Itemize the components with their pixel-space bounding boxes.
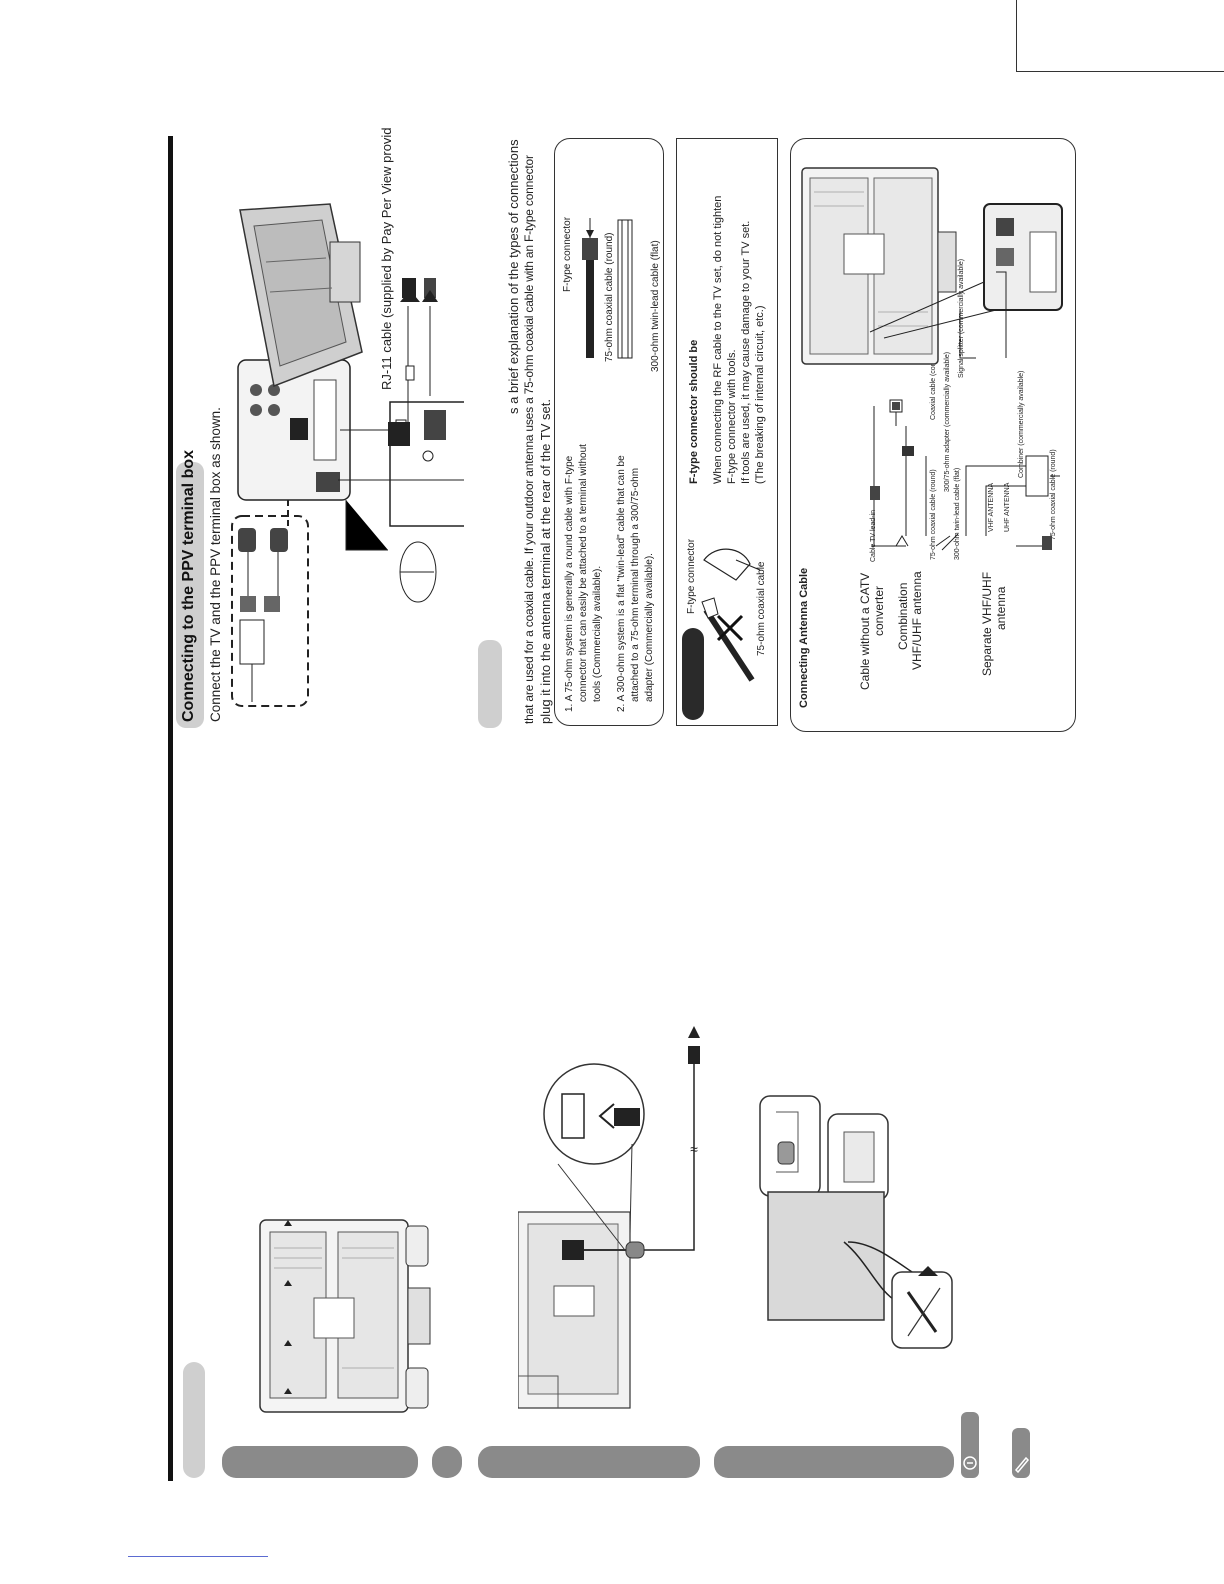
- cable-type-2-line2: attached to a 75-ohm terminal through a …: [630, 467, 641, 702]
- corner-frame: [1016, 0, 1224, 72]
- ftype-note-line4: (The breaking of internal circuit, etc.): [754, 305, 766, 484]
- cable-types-panel: [554, 138, 664, 726]
- section-tab-bar-2: [432, 1446, 462, 1478]
- antenna-intro-line1: s a brief explanation of the types of co…: [506, 139, 521, 414]
- cable-without-label: Cable without a CATV: [858, 572, 872, 690]
- ppv-title: Connecting to the PPV terminal box: [180, 449, 197, 722]
- section-tab-bar-4: [714, 1446, 954, 1478]
- tv-rear-cover-illustration: [258, 1218, 434, 1414]
- section-tab-bar-3: [478, 1446, 700, 1478]
- antenna-intro-line2: that are used for a coaxial cable. If yo…: [522, 155, 536, 724]
- combination-label: Combination: [896, 582, 910, 650]
- tv-angled-illustration: [234, 202, 366, 388]
- cable-clamp-illustration: [758, 1092, 984, 1350]
- ftype-note-line1: When connecting the RF cable to the TV s…: [712, 195, 724, 484]
- cable-type-1-line1: 1. A 75-ohm system is generally a round …: [564, 455, 575, 712]
- separate-label: Separate VHF/UHF: [980, 571, 994, 676]
- cable-types-illustration: [572, 214, 636, 360]
- ppv-heading-bar: [176, 462, 204, 728]
- footer-link-line: [128, 1556, 268, 1557]
- ppv-connection-illustration: [228, 200, 464, 708]
- cable-type-2-line3: adapter (Commercially available).: [644, 553, 655, 702]
- ftype-note-heading: F-type connector should be: [688, 339, 700, 484]
- antenna-label: antenna: [994, 586, 1008, 630]
- cable-type-1-line3: tools (Commercially available).: [592, 565, 603, 702]
- antenna-wiring-diagram: [866, 386, 1062, 560]
- vhf-uhf-antenna-label: VHF/UHF antenna: [910, 571, 924, 670]
- wrench-illustration: [696, 540, 762, 684]
- cable-type-1-line2: connector that can easily be attached to…: [578, 444, 589, 702]
- cable-type-2-line1: 2. A 300-ohm system is a flat "twin-lead…: [616, 455, 627, 712]
- rj11-cable-label: RJ-11 cable (supplied by Pay Per View pr…: [379, 127, 394, 390]
- twin-lead-label: 300-ohm twin-lead cable (flat): [650, 240, 661, 372]
- antenna-cable-heading: Connecting Antenna Cable: [798, 567, 810, 708]
- ftype-note-line3: If tools are used, it may cause damage t…: [740, 220, 752, 484]
- antenna-heading-bar: [478, 640, 502, 728]
- margin-rule: [168, 136, 173, 1481]
- pencil-icon: [1012, 1452, 1030, 1474]
- note-tab: [961, 1412, 979, 1478]
- note-icon: [961, 1452, 979, 1474]
- section-tab-stand: [183, 1362, 205, 1478]
- ppv-subtitle: Connect the TV and the PPV terminal box …: [208, 407, 223, 722]
- antenna-intro-line3: plug it into the antenna terminal at the…: [538, 399, 553, 724]
- svg-text:≈: ≈: [690, 1141, 698, 1157]
- ac-power-cord-illustration: ≈: [518, 1024, 714, 1410]
- converter-label: converter: [872, 585, 886, 636]
- tv-rear-antenna-illustration: [800, 162, 1066, 372]
- pencil-tab: [1012, 1428, 1030, 1478]
- ftype-note-tab: [682, 628, 704, 720]
- ftype-note-line2: F-type connector with tools.: [726, 349, 738, 484]
- ppv-plugs-illustration: [394, 276, 438, 440]
- section-tab-bar-1: [222, 1446, 418, 1478]
